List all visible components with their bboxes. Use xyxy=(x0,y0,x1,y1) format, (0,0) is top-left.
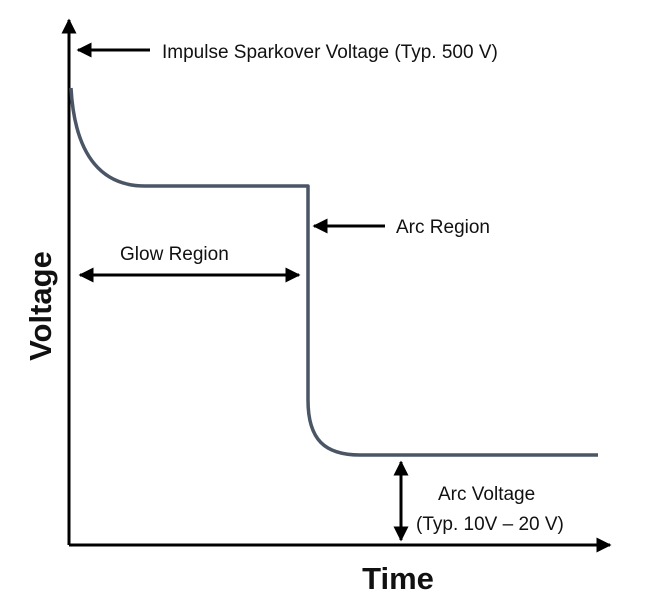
arc-region-label: Arc Region xyxy=(396,217,490,238)
x-axis-label: Time xyxy=(362,561,434,596)
impulse-label: Impulse Sparkover Voltage (Typ. 500 V) xyxy=(162,42,498,63)
arc-voltage-label: Arc Voltage xyxy=(438,484,535,505)
y-axis-label: Voltage xyxy=(23,251,58,361)
voltage-curve xyxy=(69,87,598,457)
glow-region-label: Glow Region xyxy=(120,244,229,265)
arc-voltage-typ-label: (Typ. 10V – 20 V) xyxy=(416,514,564,535)
